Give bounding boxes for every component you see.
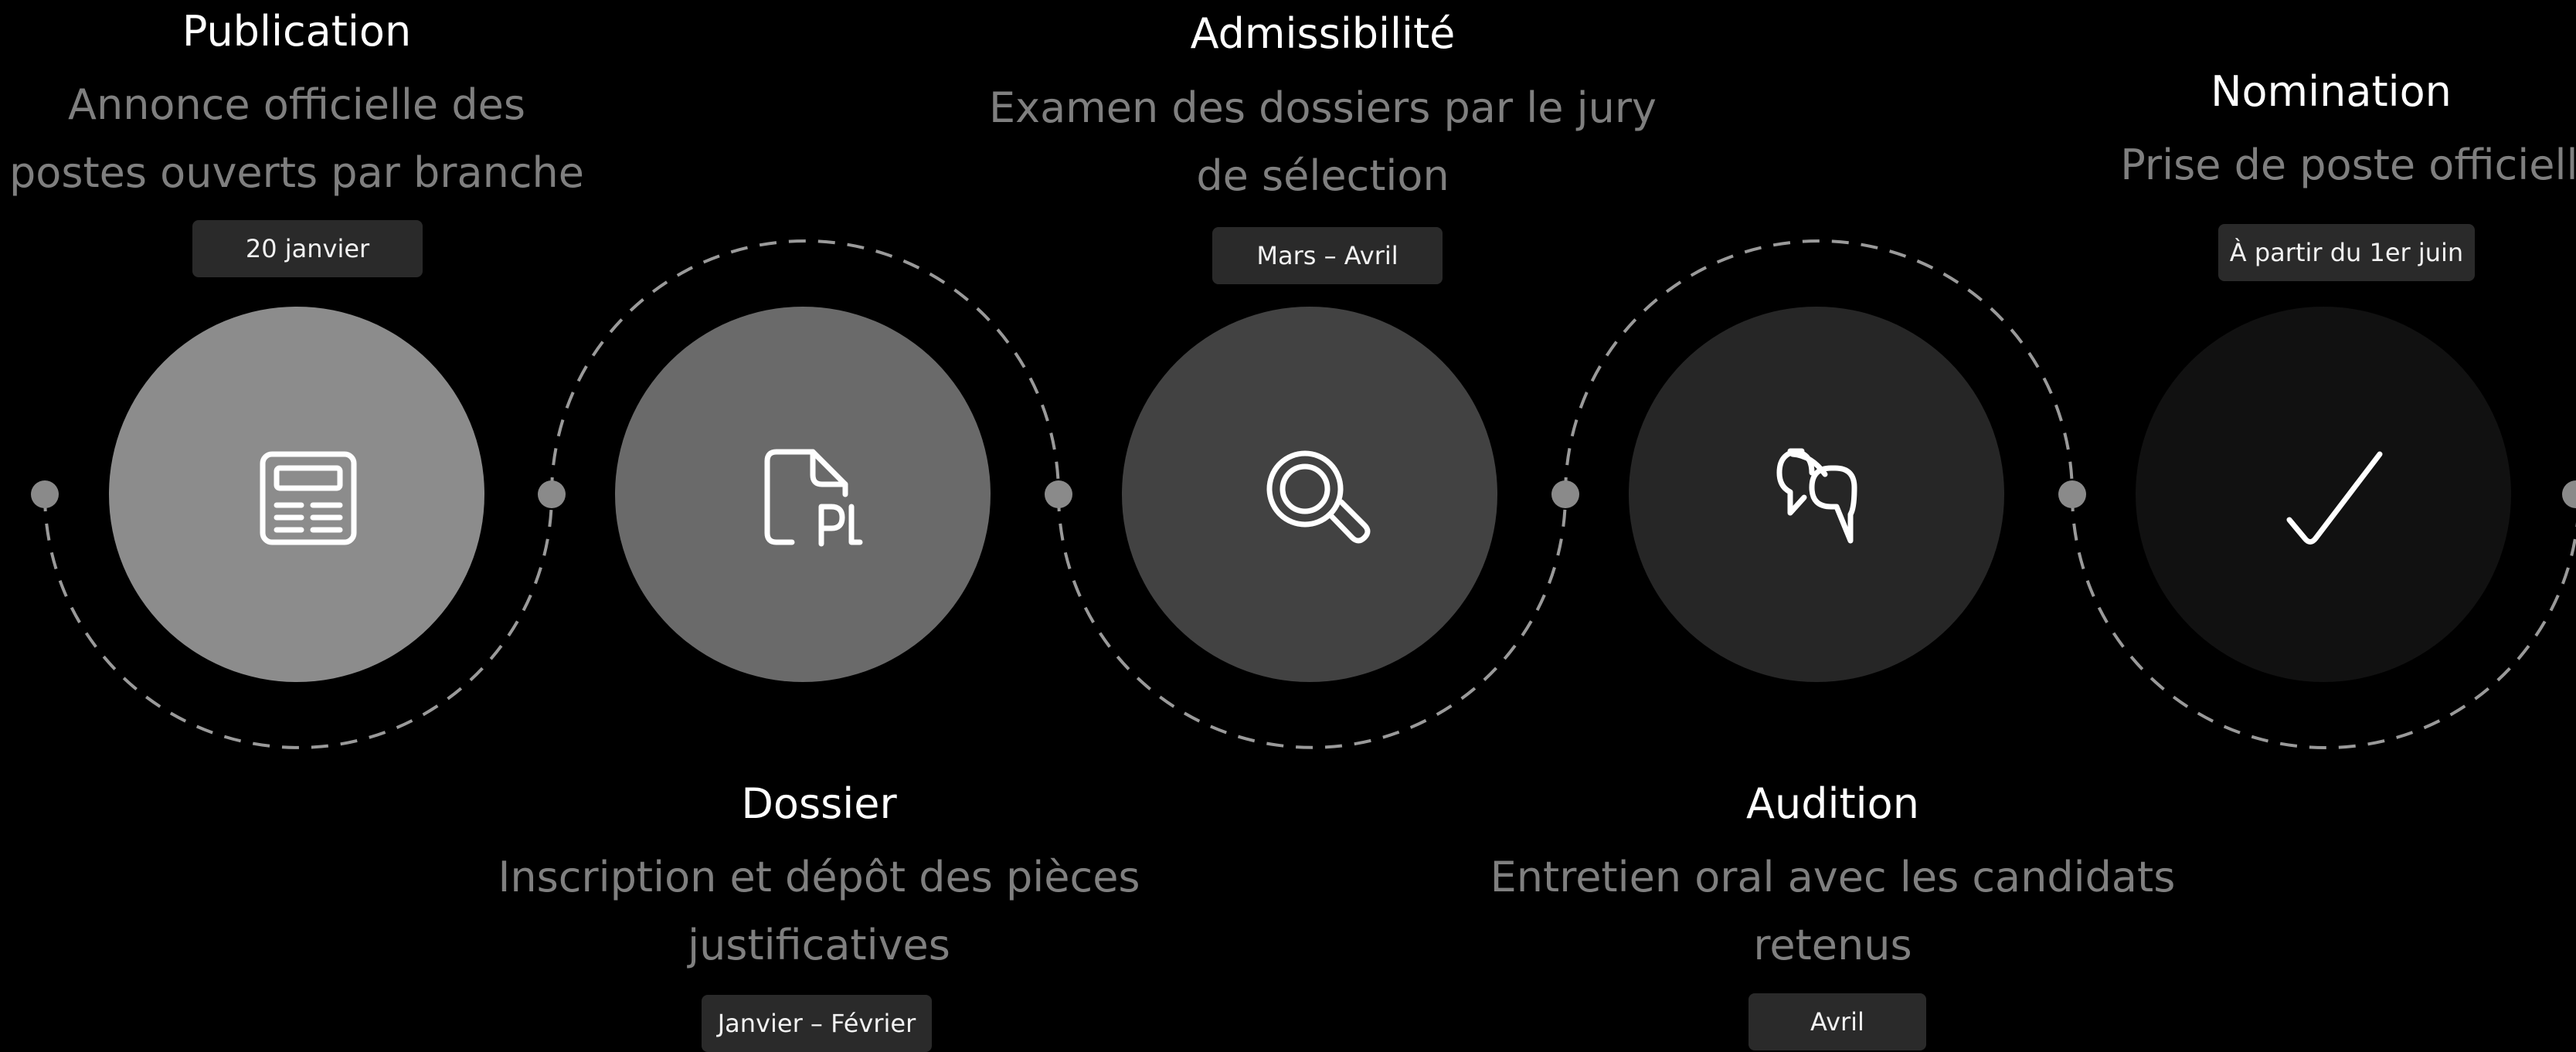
step-label-audition: Audition Entretien oral avec les candida… [1446, 772, 2219, 1050]
step-circle-audition [1629, 307, 2004, 682]
step-description: Annonce officielle des postes ouverts pa… [9, 80, 584, 197]
step-description: Examen des dossiers par le jury de sélec… [989, 83, 1657, 200]
chat-bubbles-icon [1776, 448, 1857, 544]
search-icon [1266, 450, 1371, 544]
step-label-nomination: Nomination Prise de poste officielle À p… [2086, 0, 2576, 286]
timeline-node [2562, 480, 2576, 508]
timeline-node [31, 480, 59, 508]
timeline-node [538, 480, 566, 508]
step-circle-nomination [2136, 307, 2511, 682]
step-label-admissibilite: Admissibilité Examen des dossiers par le… [944, 0, 1701, 286]
step-label-publication: Publication Annonce officielle des poste… [0, 0, 593, 278]
connector-arc-5 [2071, 494, 2576, 749]
step-title: Dossier [741, 779, 897, 828]
step-circle-admissibilite [1122, 307, 1497, 682]
date-badge: 20 janvier [192, 220, 423, 277]
connector-arc-3 [1057, 494, 1567, 749]
checkmark-icon [2286, 451, 2383, 545]
step-circle-dossier [615, 307, 991, 682]
date-badge: Janvier – Février [702, 995, 932, 1052]
date-badge: À partir du 1er juin [2218, 224, 2475, 281]
step-description: Inscription et dépôt des pièces justific… [498, 853, 1140, 969]
step-circle-publication [109, 307, 484, 682]
step-title: Admissibilité [1190, 9, 1456, 58]
step-description: Entretien oral avec les candidats retenu… [1490, 853, 2176, 969]
date-badge: Mars – Avril [1212, 227, 1443, 284]
file-pl-icon [764, 449, 863, 547]
date-badge: Avril [1748, 993, 1926, 1050]
connector-arc-1 [43, 494, 553, 749]
step-title: Publication [182, 7, 412, 56]
step-title: Audition [1746, 779, 1919, 828]
step-label-dossier: Dossier Inscription et dépôt des pièces … [448, 772, 1190, 1052]
timeline-node [2058, 480, 2086, 508]
connector-arc-4 [1564, 239, 2074, 495]
timeline-node [1551, 480, 1579, 508]
newspaper-icon [260, 451, 357, 545]
step-title: Nomination [2211, 67, 2452, 116]
timeline-node [1045, 480, 1072, 508]
step-description: Prise de poste officielle [2120, 141, 2576, 189]
connector-arc-2 [550, 239, 1060, 495]
